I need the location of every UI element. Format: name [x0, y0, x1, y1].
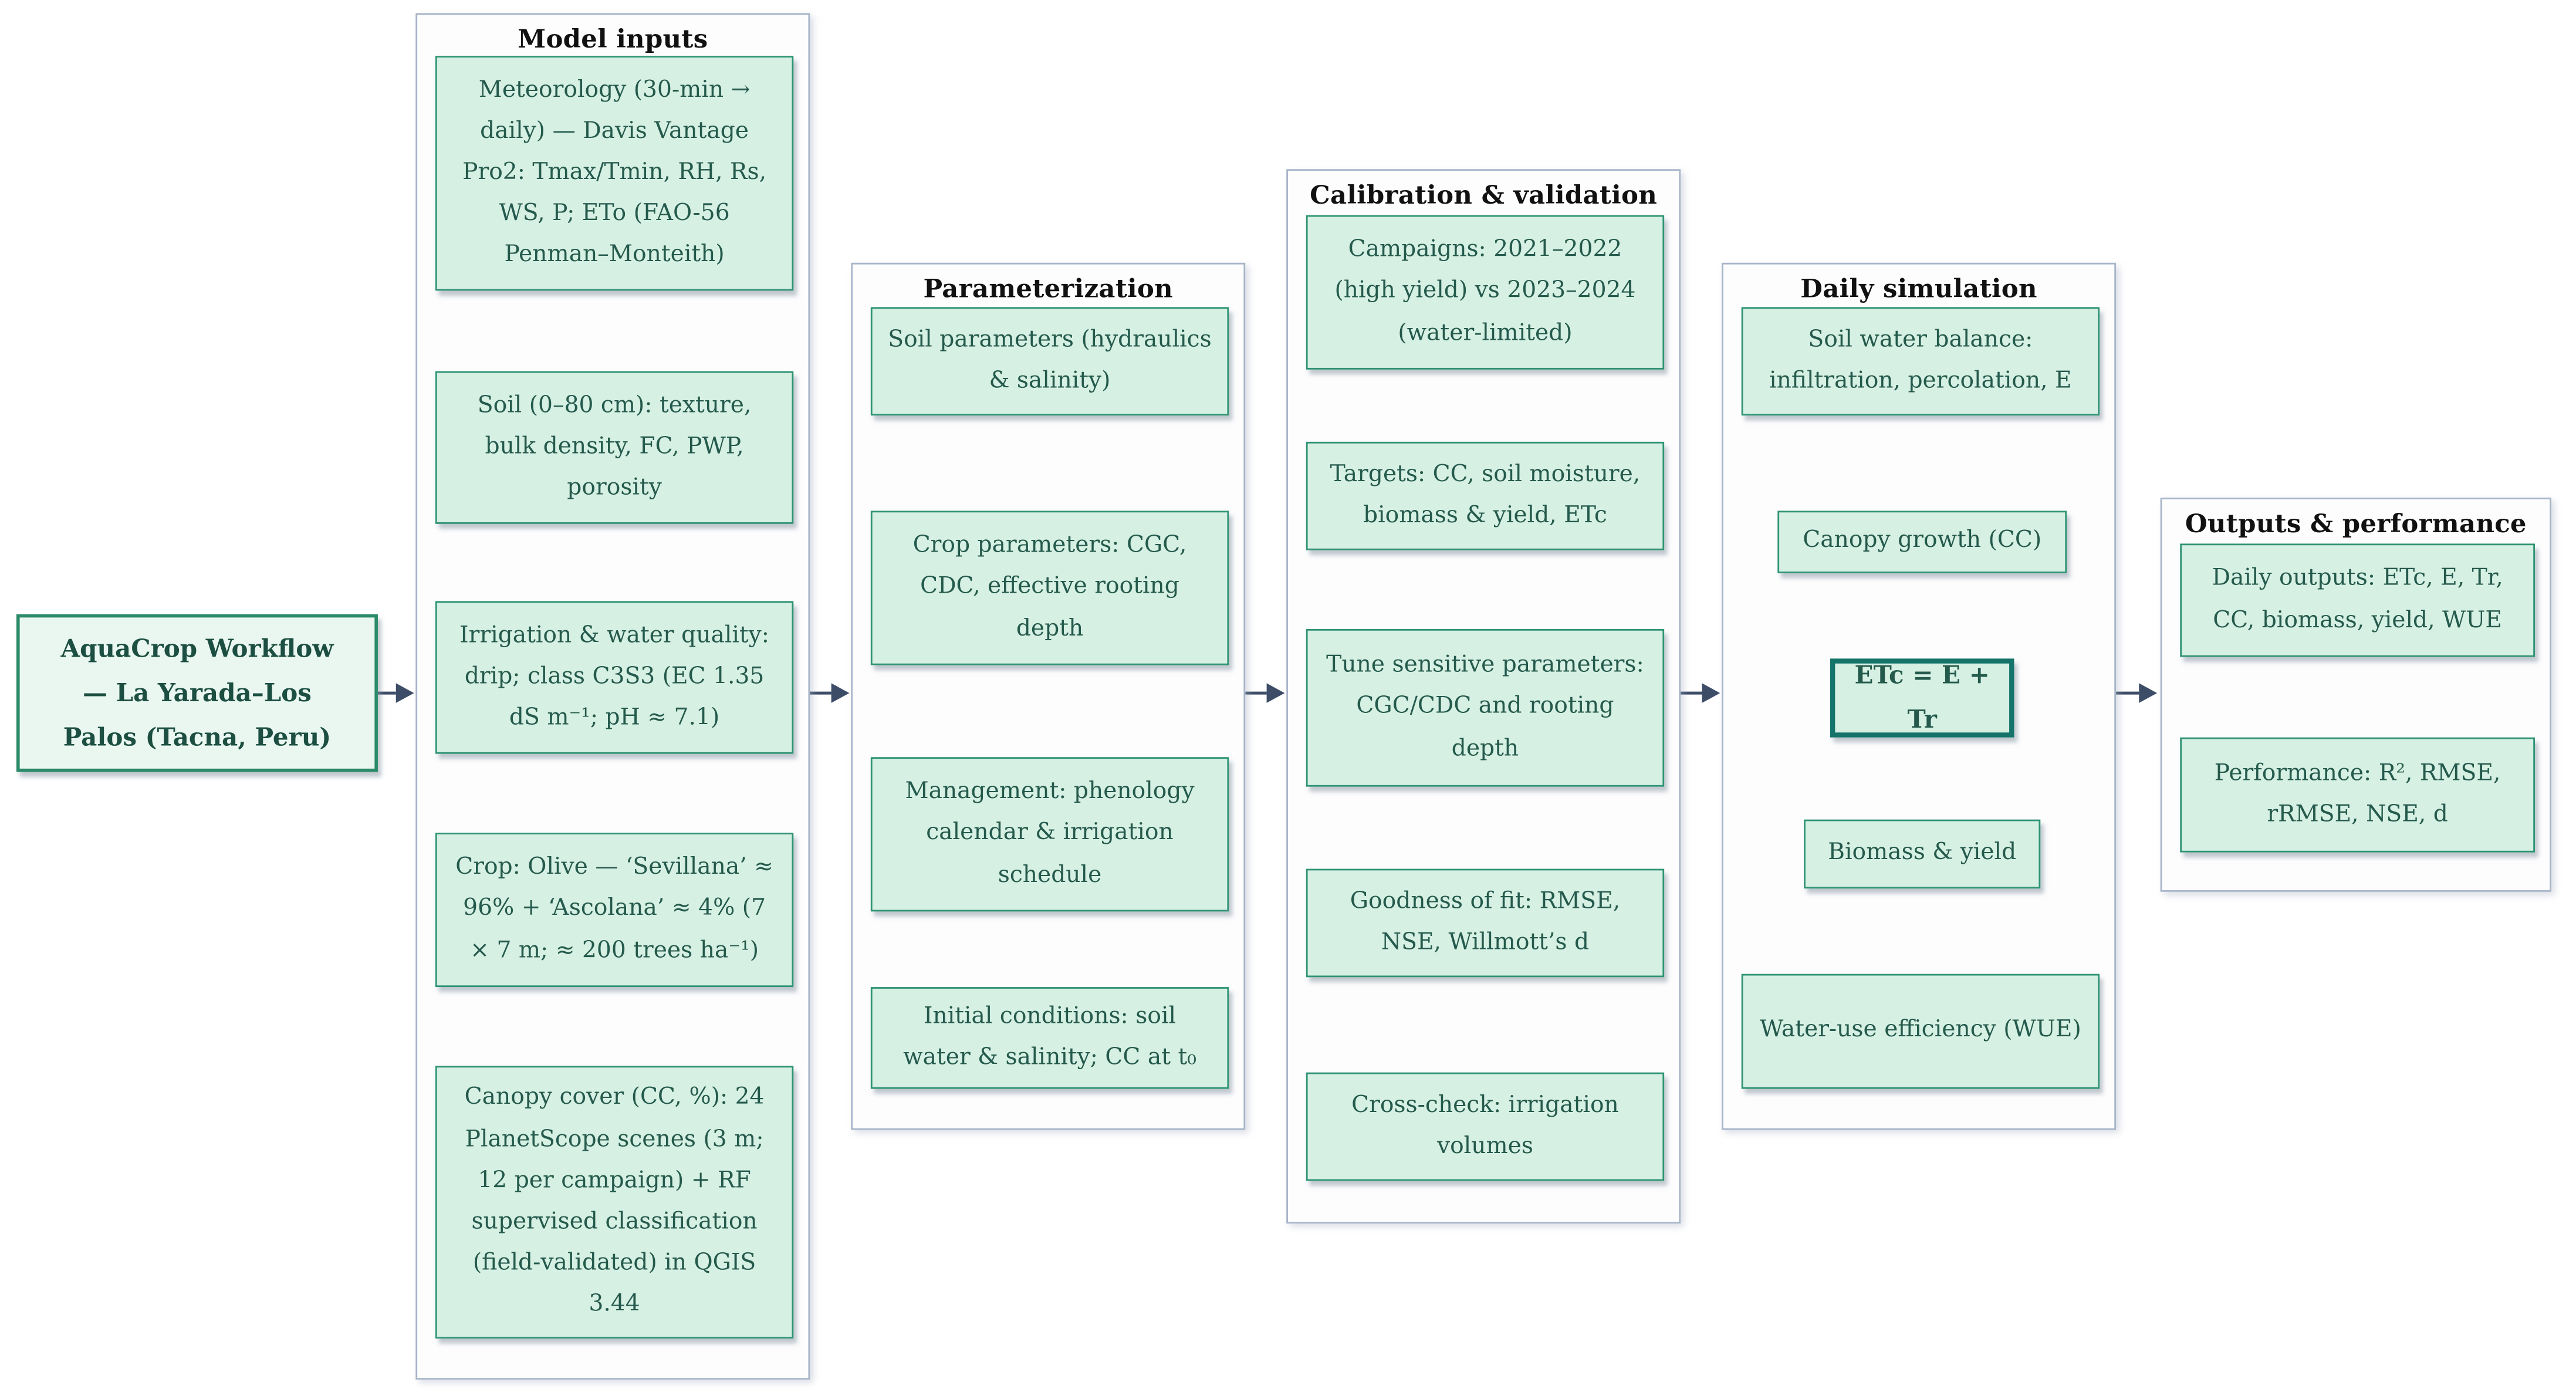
node-daily-outputs-label: Daily outputs: ETc, E, Tr, CC, biomass, … — [2212, 565, 2503, 633]
node-soil-water-balance: Soil water balance: infiltration, percol… — [1741, 307, 2100, 416]
group-outputs-performance: Outputs & performance Daily outputs: ETc… — [2160, 498, 2551, 892]
node-crop: Crop: Olive — ‘Sevillana’ ≈ 96% + ‘Ascol… — [435, 833, 794, 988]
node-targets: Targets: CC, soil moisture, biomass & yi… — [1306, 441, 1665, 550]
node-daily-outputs: Daily outputs: ETc, E, Tr, CC, biomass, … — [2180, 543, 2535, 657]
node-management-label: Management: phenology calendar & irrigat… — [905, 779, 1195, 888]
node-tune-parameters: Tune sensitive parameters: CGC/CDC and r… — [1306, 628, 1665, 787]
node-meteorology: Meteorology (30-min → daily) — Davis Van… — [435, 56, 794, 291]
node-initial-conditions-label: Initial conditions: soil water & salinit… — [903, 1003, 1196, 1071]
arrow-parameterization-to-calibration — [1245, 683, 1285, 703]
node-crop-label: Crop: Olive — ‘Sevillana’ ≈ 96% + ‘Ascol… — [455, 854, 773, 964]
node-workflow-root: AquaCrop Workflow — La Yarada–Los Palos … — [16, 614, 378, 772]
node-performance-label: Performance: R², RMSE, rRMSE, NSE, d — [2214, 760, 2501, 828]
arrow-calibration-to-daily-simulation — [1681, 683, 1720, 703]
group-title-daily-simulation: Daily simulation — [1800, 272, 2037, 304]
group-model-inputs: Model inputs Meteorology (30-min → daily… — [415, 13, 810, 1380]
arrow-root-to-model-inputs — [377, 683, 414, 703]
node-cross-check-label: Cross-check: irrigation volumes — [1351, 1091, 1619, 1160]
node-initial-conditions: Initial conditions: soil water & salinit… — [870, 987, 1229, 1089]
arrow-daily-simulation-to-outputs — [2116, 683, 2158, 703]
group-title-parameterization: Parameterization — [923, 272, 1173, 304]
group-parameterization: Parameterization Soil parameters (hydrau… — [851, 262, 1246, 1130]
node-crop-parameters: Crop parameters: CGC, CDC, effective roo… — [870, 511, 1229, 665]
node-cross-check: Cross-check: irrigation volumes — [1306, 1072, 1665, 1181]
node-canopy-growth: Canopy growth (CC) — [1777, 511, 2067, 573]
node-campaigns-label: Campaigns: 2021–2022 (high yield) vs 202… — [1334, 236, 1636, 346]
node-goodness-of-fit-label: Goodness of fit: RMSE, NSE, Willmott’s d — [1350, 888, 1621, 956]
node-soil-label: Soil (0–80 cm): texture, bulk density, F… — [477, 392, 752, 501]
node-water-use-efficiency: Water-use efficiency (WUE) — [1741, 974, 2100, 1089]
node-irrigation-water-quality-label: Irrigation & water quality: drip; class … — [459, 621, 770, 731]
node-soil-water-balance-label: Soil water balance: infiltration, percol… — [1769, 326, 2072, 394]
node-campaigns: Campaigns: 2021–2022 (high yield) vs 202… — [1306, 215, 1665, 370]
node-etc-formula: ETc = E + Tr — [1830, 658, 2014, 738]
node-performance: Performance: R², RMSE, rRMSE, NSE, d — [2180, 737, 2535, 853]
group-title-model-inputs: Model inputs — [518, 23, 708, 55]
node-canopy-cover: Canopy cover (CC, %): 24 PlanetScope sce… — [435, 1066, 794, 1339]
node-goodness-of-fit: Goodness of fit: RMSE, NSE, Willmott’s d — [1306, 868, 1665, 978]
group-title-calibration-validation: Calibration & validation — [1310, 179, 1658, 211]
node-crop-parameters-label: Crop parameters: CGC, CDC, effective roo… — [912, 532, 1187, 642]
node-etc-formula-label: ETc = E + Tr — [1854, 660, 1990, 735]
node-soil: Soil (0–80 cm): texture, bulk density, F… — [435, 371, 794, 524]
node-biomass-yield-label: Biomass & yield — [1828, 840, 2017, 867]
node-workflow-root-label: AquaCrop Workflow — La Yarada–Los Palos … — [60, 633, 334, 752]
node-irrigation-water-quality: Irrigation & water quality: drip; class … — [435, 601, 794, 754]
node-canopy-cover-label: Canopy cover (CC, %): 24 PlanetScope sce… — [464, 1084, 765, 1318]
node-water-use-efficiency-label: Water-use efficiency (WUE) — [1760, 1017, 2081, 1044]
node-soil-parameters-label: Soil parameters (hydraulics & salinity) — [888, 326, 1212, 394]
arrow-model-inputs-to-parameterization — [810, 683, 850, 703]
group-title-outputs-performance: Outputs & performance — [2185, 507, 2527, 539]
node-targets-label: Targets: CC, soil moisture, biomass & yi… — [1330, 461, 1641, 529]
group-calibration-validation: Calibration & validation Campaigns: 2021… — [1286, 169, 1681, 1224]
node-management: Management: phenology calendar & irrigat… — [870, 757, 1229, 912]
group-daily-simulation: Daily simulation Soil water balance: inf… — [1722, 262, 2117, 1130]
node-tune-parameters-label: Tune sensitive parameters: CGC/CDC and r… — [1326, 652, 1644, 762]
node-soil-parameters: Soil parameters (hydraulics & salinity) — [870, 307, 1229, 416]
node-biomass-yield: Biomass & yield — [1804, 819, 2041, 889]
node-canopy-growth-label: Canopy growth (CC) — [1803, 528, 2042, 555]
node-meteorology-label: Meteorology (30-min → daily) — Davis Van… — [462, 76, 767, 268]
